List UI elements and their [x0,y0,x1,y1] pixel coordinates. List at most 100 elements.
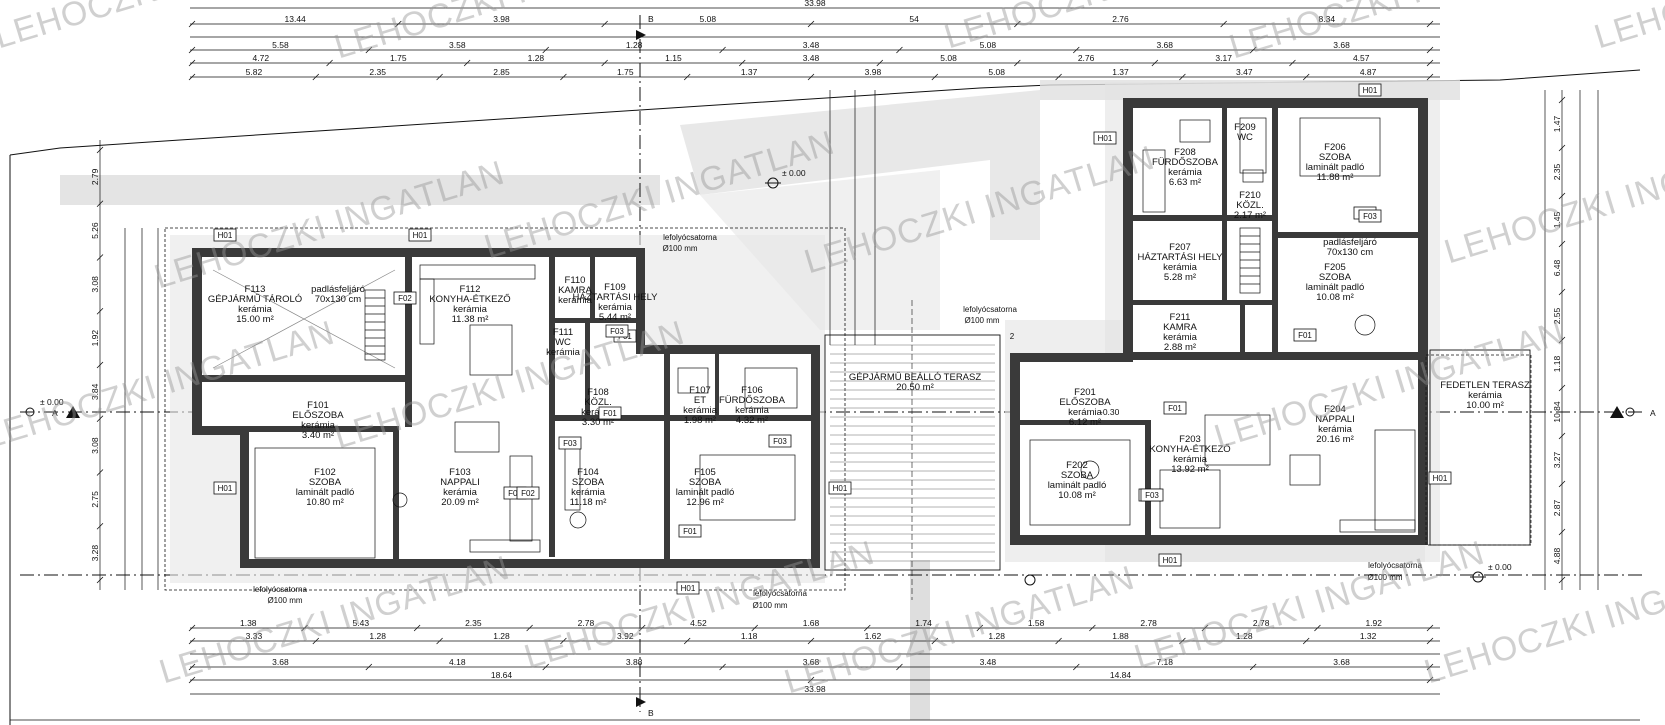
room-name: ELŐSZOBA [292,410,344,421]
dimension-label: 8.34 [1319,14,1336,24]
room-floor: kerámia [683,405,718,416]
room-name: SZOBA [1061,470,1094,481]
room-area: 5.44 m² [599,312,631,323]
room-name: SZOBA [572,477,605,488]
room-floor: kerámia [1168,167,1203,178]
dimension-label: 2.76 [1078,53,1095,63]
room-area: 10.08 m² [1058,490,1096,501]
door-tag: F01 [1298,331,1312,340]
door-tag-box [605,324,629,338]
room-floor: kerámia [598,302,633,313]
room-floor: 70x130 cm [315,294,362,305]
dimension-label: 4.18 [449,657,466,667]
dimension-label: 13.44 [285,14,307,24]
dimension-label: 3.48 [803,53,820,63]
room-code: F106 [741,385,763,396]
door-tag: F01 [683,527,697,536]
room-code: F208 [1174,147,1196,158]
dimension-label: 3.47 [1236,67,1253,77]
dimension-label: 2.75 [90,491,100,508]
dimension-label: 1.18 [1552,355,1562,372]
door-tag: F01 [508,489,522,498]
dimension-label: 7.18 [1156,657,1173,667]
room-area: 20.16 m² [1316,434,1354,445]
section-b-bottom-arrow [636,697,646,707]
dimension-label: 1.92 [90,330,100,347]
room-floor: kerámia [301,420,336,431]
dimension-label: 1.28 [528,53,545,63]
room-area: 3.30 m² [582,417,614,428]
room-name: SZOBA [309,477,342,488]
dimension-label: 3.48 [803,40,820,50]
downpipe-label-top: lefolyócsatorna [663,233,717,242]
door-tag-box [1093,131,1117,145]
room-area: 15.00 m² [236,314,274,325]
door-tag-box [768,434,792,448]
dimension-label: 5.08 [940,53,957,63]
dimension-label: 54 [909,14,919,24]
dimension-label: 3.27 [1552,451,1562,468]
door-tag: F02 [398,294,412,303]
dimension-label: 5.08 [980,40,997,50]
dimension-label: 3.68 [1333,657,1350,667]
room-floor: kerámia [1163,262,1198,273]
room-name: WC [1237,132,1253,143]
dimension-label: 3.68 [1156,40,1173,50]
door-tag-box [558,436,582,450]
dimension-total-top: 33.98 [804,0,826,8]
room-area: 20.50 m² [896,382,934,393]
dimension-label: 3.58 [449,40,466,50]
dimension-label: 1.62 [865,631,882,641]
room-name: HÁZTARTÁSI HELY [573,292,659,303]
dimension-label: 1.74 [915,618,932,628]
dimension-label: 2.79 [90,168,100,185]
room-code: F109 [604,282,626,293]
door-tag-box [1163,401,1187,415]
door-tag: H01 [1163,556,1178,565]
room-floor: kerámia [546,347,581,358]
dimension-label: 1.75 [390,53,407,63]
room-floor: kerámia [581,407,616,418]
dimension-label: 1.28 [493,631,510,641]
dimension-label: 4.88 [1552,547,1562,564]
door-tag: H01 [1433,474,1448,483]
room-code: F203 [1179,434,1201,445]
room-area: 1.98 m² [684,415,716,426]
level-marker-east: ± 0.00 [1488,562,1512,572]
room-name: WC [555,337,571,348]
room-name: FEDETLEN TERASZ [1440,380,1530,391]
room-area: 6.12 m² [1069,417,1101,428]
dimension-label: 1.28 [1236,631,1253,641]
dimension-label: 3.88 [626,657,643,667]
section-b-bottom-label: B [648,708,654,718]
stair-badge: 2 [1010,332,1015,341]
room-name: ET [694,395,706,406]
room-name: HÁZTARTÁSI HELY [1138,252,1224,263]
downpipe-notes: lefolyócsatorna Ø100 mm lefolyócsatorna … [253,233,1422,610]
room-code: F201 [1074,387,1096,398]
dimension-label: 1.18 [741,631,758,641]
dimension-label: 5.43 [353,618,370,628]
room-code: F113 [245,284,266,295]
room-code: F205 [1324,262,1346,273]
door-tag: F03 [610,327,624,336]
room-name: FÜRDŐSZOBA [719,395,786,406]
door-tag: F03 [1145,491,1159,500]
room-floor: laminált padló [1306,282,1365,293]
dimension-label: 1.37 [1112,67,1129,77]
dimension-label: 3.92 [617,631,634,641]
room-floor: laminált padló [676,487,735,498]
room-name: SZOBA [1319,272,1352,283]
